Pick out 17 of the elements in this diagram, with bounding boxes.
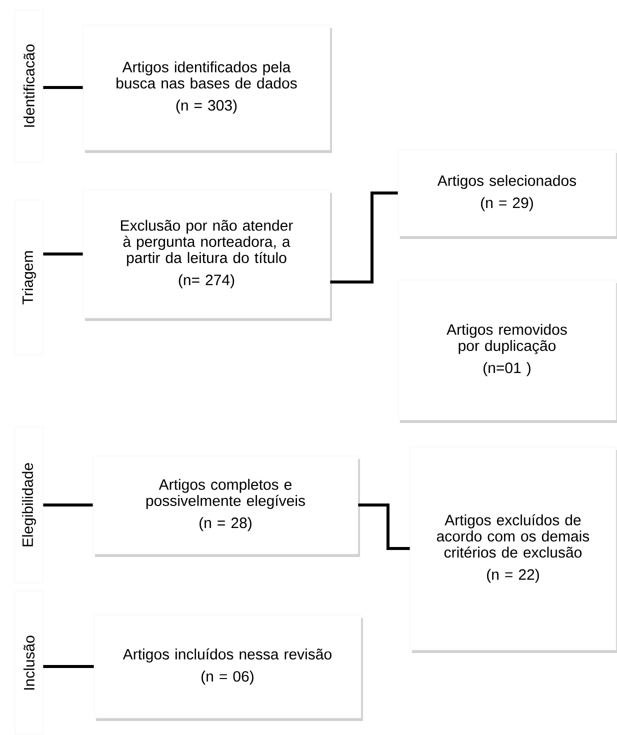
process-box: Exclusão por não atender à pergunta norteadora, a partir da leitura do título (n= 274) (82, 190, 332, 321)
connector-line (358, 504, 410, 550)
connector-line (43, 86, 83, 89)
process-box: Artigos removidos por duplicação (n=01 ) (398, 280, 617, 423)
process-box: Artigos incluídos nessa revisão (n = 06) (94, 614, 363, 721)
connector-line (43, 665, 94, 668)
process-box: Artigos excluídos de acordo com os demais critérios de exclusão (n = 22) (410, 446, 617, 653)
process-box: Artigos selecionados (n = 29) (398, 150, 617, 239)
connector-line (43, 252, 83, 256)
process-box: Artigos completos e possivelmente elegíveis (n = 28) (92, 456, 360, 557)
stage-label: Triagem (14, 200, 44, 356)
stage-label: Elegibilidade (14, 426, 44, 584)
process-box: Artigos identificados pela busca nas bases de dados (n = 303) (82, 24, 332, 153)
connector-line (43, 504, 93, 506)
connector-line (330, 192, 398, 284)
stage-label: Inclusão (14, 590, 44, 735)
stage-label: Identificacão (14, 10, 44, 162)
